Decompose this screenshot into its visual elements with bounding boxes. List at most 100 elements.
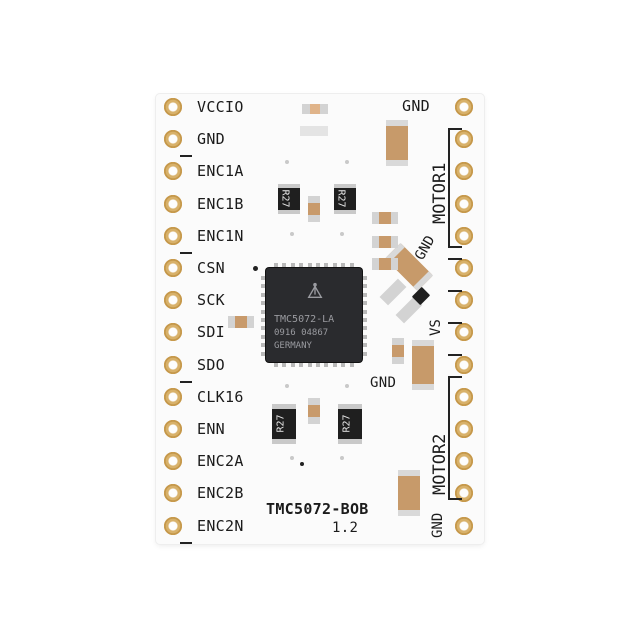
board-name: TMC5072-BOB — [266, 500, 369, 518]
chip-lead — [332, 263, 337, 268]
header-pin-left — [164, 452, 182, 471]
motor2-divider — [448, 376, 450, 500]
chip-lead — [261, 309, 266, 314]
vs-divider — [448, 258, 462, 260]
chip-lead — [316, 362, 320, 367]
chip-lead — [362, 309, 367, 314]
pin-label: ENC2B — [197, 484, 244, 503]
header-pin-left — [164, 194, 182, 213]
resistor-r27-4: R27 — [338, 404, 362, 444]
via — [340, 456, 344, 460]
pin1-marker — [253, 266, 258, 271]
motor1-divider-top — [448, 128, 462, 130]
pin-label: ENC1B — [197, 194, 244, 213]
resistor-label: R27 — [279, 189, 291, 208]
via — [285, 160, 289, 164]
gnd-bottom-label: GND — [430, 512, 446, 538]
chip-lead — [307, 263, 312, 268]
smd-cap-2-body — [379, 212, 391, 224]
chip-lead — [362, 292, 367, 297]
chip-lead — [316, 263, 320, 268]
via — [290, 232, 294, 236]
chip-lead — [261, 284, 266, 289]
resistor-r27-2: R27 — [334, 184, 356, 214]
chip-lead — [261, 334, 266, 339]
chip-lead — [362, 351, 367, 356]
chip-lead — [299, 263, 304, 268]
header-pin-right — [455, 130, 473, 149]
pin-label: VCCIO — [197, 98, 244, 116]
vs-divider-3 — [448, 322, 462, 324]
pin-label: SCK — [197, 291, 225, 310]
tmc5072-chip: TMC5072-LA 0916 04867 GERMANY — [266, 268, 362, 362]
gnd-top-label: GND — [402, 97, 430, 115]
via-dark — [300, 462, 304, 466]
header-pin-left — [164, 98, 182, 116]
chip-part-number: TMC5072-LA — [274, 314, 335, 325]
chip-lead — [324, 362, 329, 367]
vs-divider-4 — [448, 354, 462, 356]
smd-cap-4-body — [379, 258, 391, 270]
header-pin-right — [455, 420, 473, 438]
chip-lead — [362, 276, 367, 280]
chip-lead — [282, 263, 287, 268]
vs-divider-2 — [448, 290, 462, 292]
via — [290, 456, 294, 460]
chip-lead — [290, 263, 295, 268]
header-pin-right — [455, 355, 473, 374]
header-pin-left — [164, 516, 182, 535]
resistor-label: R27 — [341, 414, 353, 433]
pin-label: ENC2A — [197, 452, 244, 471]
header-pin-left — [164, 484, 182, 503]
resistor-label: R27 — [335, 189, 347, 208]
pin-group-divider — [180, 541, 192, 544]
via — [345, 384, 349, 388]
smd-top-2 — [300, 126, 328, 136]
vs-label: VS — [428, 319, 444, 336]
resistor-r27-3: R27 — [272, 404, 296, 444]
chip-lead — [362, 301, 367, 306]
header-pin-left — [164, 355, 182, 374]
header-pin-left — [164, 162, 182, 181]
led-top-body — [310, 104, 320, 114]
header-pin-right — [455, 226, 473, 245]
pin-label: ENC1A — [197, 162, 244, 181]
chip-origin: GERMANY — [274, 341, 312, 351]
header-pin-right — [455, 291, 473, 310]
header-pin-left — [164, 226, 182, 245]
header-pin-right — [455, 484, 473, 503]
chip-lead — [261, 301, 266, 306]
chip-lead — [261, 276, 266, 280]
motor2-label: MOTOR2 — [430, 433, 450, 495]
capacitor-bottom — [398, 470, 420, 516]
pin-label: ENC1N — [197, 226, 244, 245]
via — [345, 160, 349, 164]
chip-lead — [261, 292, 266, 297]
header-pin-right — [455, 452, 473, 471]
pin-label: SDO — [197, 355, 225, 374]
header-pin-right — [455, 259, 473, 277]
resistor-r27-1: R27 — [278, 184, 300, 214]
header-pin-left — [164, 259, 182, 277]
motor1-label: MOTOR1 — [430, 162, 450, 224]
chip-lot-code: 0916 04867 — [274, 328, 329, 338]
header-pin-left — [164, 130, 182, 149]
chip-lead — [362, 334, 367, 339]
chip-lead — [274, 263, 278, 268]
header-pin-right — [455, 387, 473, 406]
motor2-divider-bottom — [448, 498, 462, 500]
motor1-divider — [448, 128, 450, 248]
chip-lead — [290, 362, 295, 367]
pin-label: SDI — [197, 323, 225, 342]
header-pin-right — [455, 194, 473, 213]
chip-lead — [362, 343, 367, 348]
chip-lead — [261, 326, 266, 331]
chip-lead — [261, 318, 266, 322]
chip-lead — [307, 362, 312, 367]
pin-label: CSN — [197, 259, 225, 277]
chip-lead — [274, 362, 278, 367]
header-pin-right — [455, 516, 473, 535]
board-version: 1.2 — [332, 520, 359, 536]
chip-lead — [362, 318, 367, 322]
pin-label: ENN — [197, 420, 225, 438]
